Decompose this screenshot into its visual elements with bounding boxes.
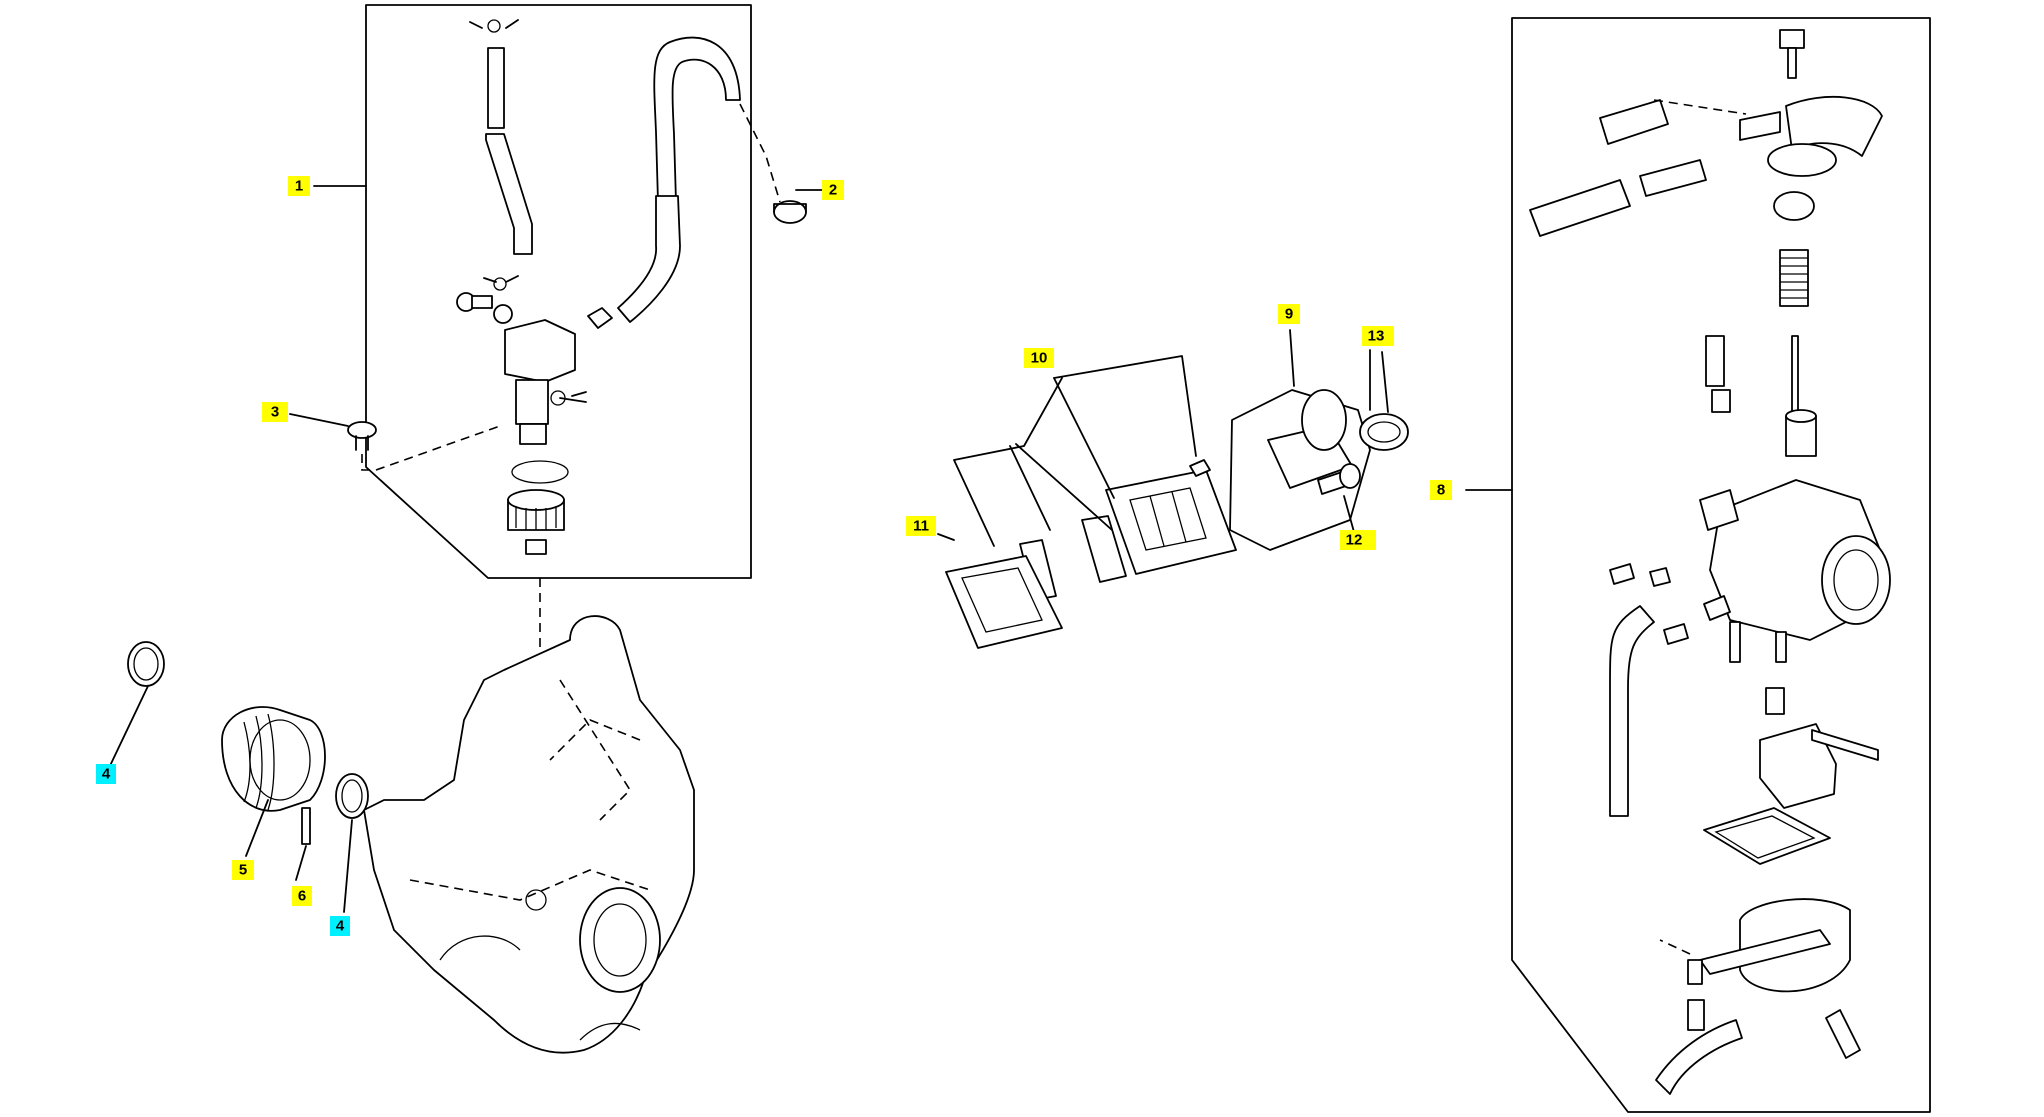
screw-part: [347, 421, 377, 451]
o-ring: [511, 460, 569, 484]
callout-13[interactable]: 13: [1362, 326, 1394, 346]
callout-4-right[interactable]: 4: [330, 916, 350, 936]
callout-4-right-label: 4: [336, 918, 345, 935]
oil-pump-body: [456, 275, 613, 445]
oil-pump-group-frame: [365, 4, 752, 579]
callout-13-label: 13: [1368, 328, 1385, 345]
callout-6-bg: [292, 886, 312, 906]
callout-3-bg: [262, 402, 288, 422]
callout-11[interactable]: 11: [906, 516, 936, 536]
callout-12-bg: [1340, 530, 1376, 550]
seal-ring-right: [335, 773, 369, 913]
callout-5[interactable]: 5: [232, 860, 254, 880]
callout-6-label: 6: [298, 888, 306, 905]
callout-10-bg: [1024, 348, 1054, 368]
carb-cable-parts: [1529, 95, 1883, 237]
callout-3[interactable]: 3: [262, 402, 288, 422]
clamp-part: [1359, 351, 1409, 451]
reed-petals: [1019, 515, 1127, 601]
callout-6[interactable]: 6: [292, 886, 312, 906]
crankcase: [363, 615, 695, 1054]
carb-lower-parts: [1609, 595, 1879, 1095]
callout-1[interactable]: 1: [288, 176, 310, 196]
reed-block: [1105, 469, 1237, 575]
callout-10-label: 10: [1031, 350, 1048, 367]
drive-gear: [507, 489, 565, 555]
callout-4-left-bg: [96, 764, 116, 784]
callout-5-label: 5: [239, 862, 247, 879]
callout-1-bg: [288, 176, 310, 196]
callout-4-left-label: 4: [102, 766, 111, 783]
small-screw: [1189, 459, 1211, 477]
callout-9-label: 9: [1285, 306, 1293, 323]
callout-12-label: 12: [1346, 532, 1363, 549]
callout-5-bg: [232, 860, 254, 880]
oil-tube-curved: [617, 36, 741, 323]
callout-9[interactable]: 9: [1278, 304, 1300, 324]
callout-9-bg: [1278, 304, 1300, 324]
callout-10[interactable]: 10: [1024, 348, 1054, 368]
carburetor-body: [1609, 479, 1891, 641]
manifold-bolt: [1317, 463, 1361, 533]
oil-tube-straight: [469, 19, 533, 255]
callout-2[interactable]: 2: [822, 180, 844, 200]
callout-8[interactable]: 8: [1430, 480, 1452, 500]
callout-11-bg: [906, 516, 936, 536]
gasket-part: [945, 555, 1063, 649]
callout-8-label: 8: [1437, 482, 1445, 499]
seal-ring-left: [107, 641, 165, 771]
callout-11-label: 11: [913, 518, 929, 535]
cap-nut-part: [773, 200, 807, 224]
callout-8-bg: [1430, 480, 1452, 500]
pin: [295, 807, 311, 881]
carburetor-group-frame: [1465, 17, 1931, 1113]
callout-13-bg: [1362, 326, 1394, 346]
leader-lines-middle: [937, 329, 1371, 547]
callout-4-right-bg: [330, 916, 350, 936]
intake-manifold: [1229, 389, 1371, 551]
callout-3-label: 3: [271, 404, 279, 421]
callout-2-bg: [822, 180, 844, 200]
callout-4-left[interactable]: 4: [96, 764, 116, 784]
pulley: [221, 706, 326, 857]
callout-1-label: 1: [295, 178, 303, 195]
carb-throttle-parts: [1705, 29, 1817, 457]
callout-2-label: 2: [829, 182, 837, 199]
callout-12[interactable]: 12: [1340, 530, 1376, 550]
